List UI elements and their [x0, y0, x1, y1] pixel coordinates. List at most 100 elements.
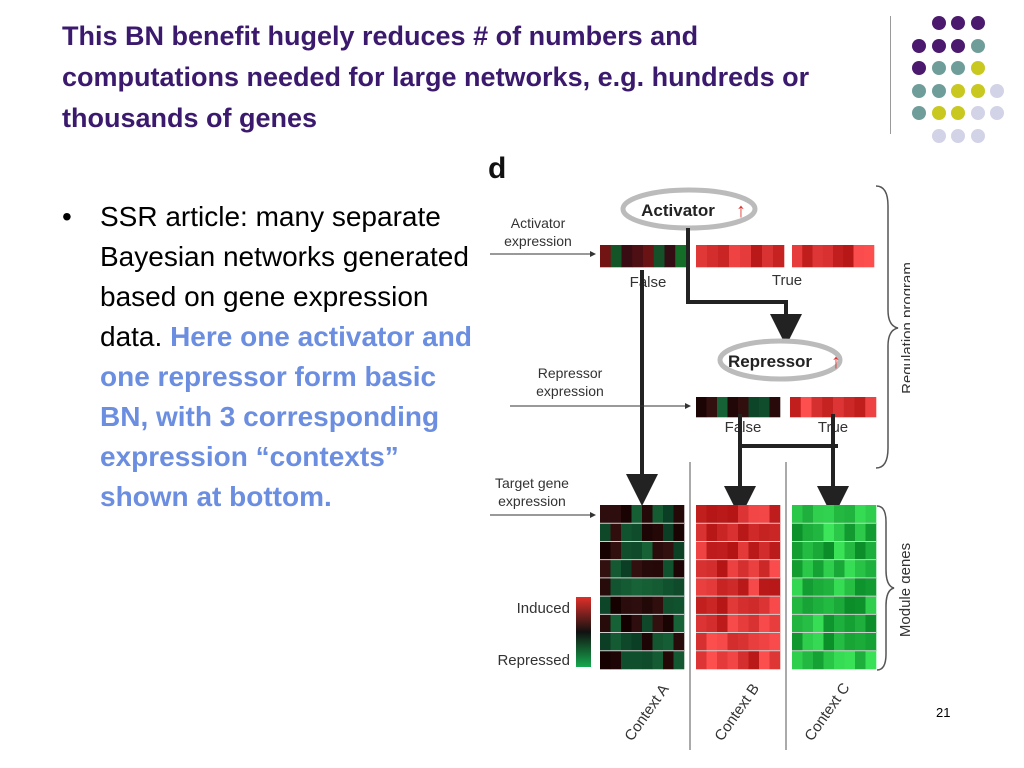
heatmap-cell: [844, 523, 856, 542]
heatmap-cell: [706, 577, 718, 597]
heatmap-cell: [642, 505, 653, 524]
heatmap-cell: [727, 523, 739, 542]
heatmap-cell: [802, 632, 814, 652]
heatmap-cell: [631, 650, 643, 670]
heatmap-cell: [748, 650, 760, 670]
heatmap-cell: [696, 523, 707, 542]
heatmap-cell: [610, 523, 622, 542]
heatmap-cell: [663, 577, 674, 597]
heatmap-cell: [652, 632, 664, 652]
decorative-dot: [951, 38, 965, 53]
panel-letter: d: [488, 152, 506, 185]
heatmap-cell: [813, 577, 824, 597]
heatmap-cell: [727, 577, 739, 597]
heatmap-cell: [833, 245, 844, 268]
heatmap-cell: [717, 397, 728, 418]
heatmap-cell: [792, 577, 803, 597]
heatmap-cell: [748, 614, 760, 633]
heatmap-cell: [844, 614, 856, 633]
bullet-text: SSR article: many separate Bayesian netw…: [100, 201, 469, 352]
heatmap-cell: [642, 577, 653, 597]
heatmap-cell: [631, 632, 643, 652]
activator-true-bar-1: [696, 245, 785, 268]
heatmap-cell: [652, 577, 664, 597]
heatmap-cell: [865, 577, 877, 597]
heatmap-cell: [621, 559, 632, 579]
heatmap-cell: [802, 541, 814, 560]
heatmap-cell: [844, 650, 856, 670]
decorative-dot: [970, 128, 985, 143]
decorative-dot: [951, 61, 965, 75]
heatmap-cell: [748, 505, 760, 524]
decorative-dot: [951, 106, 965, 120]
heatmap-cell: [759, 505, 770, 524]
heatmap-cell: [855, 523, 866, 542]
heatmap-cell: [706, 614, 718, 633]
bullet-highlight-text: Here one activator and one repressor for…: [100, 321, 472, 512]
heatmap-cell: [844, 632, 856, 652]
heatmap-cell: [696, 650, 707, 670]
heatmap-cell: [706, 523, 718, 542]
repressor-expression-label-1: Repressor: [538, 365, 603, 381]
decorative-dot: [970, 83, 985, 98]
heatmap-cell: [696, 245, 708, 268]
heatmap-cell: [717, 505, 728, 524]
heatmap-cell: [748, 632, 760, 652]
heatmap-cell: [844, 577, 856, 597]
heatmap-cell: [738, 397, 749, 418]
heatmap-cell: [642, 523, 653, 542]
heatmap-cell: [642, 632, 653, 652]
heatmap-cell: [696, 397, 707, 418]
heatmap-cell: [696, 632, 707, 652]
legend-induced-label: Induced: [517, 600, 570, 617]
heatmap-cell: [631, 596, 643, 615]
heatmap-cell: [855, 596, 866, 615]
heatmap-cell: [663, 505, 674, 524]
context-b-heatmap: [696, 505, 781, 670]
heatmap-cell: [855, 559, 866, 579]
heatmap-cell: [621, 541, 632, 560]
heatmap-cell: [792, 596, 803, 615]
heatmap-cell: [642, 596, 653, 615]
heatmap-cell: [811, 397, 823, 418]
heatmap-cell: [717, 523, 728, 542]
heatmap-cell: [823, 559, 835, 579]
heatmap-cell: [769, 596, 781, 615]
heatmap-cell: [792, 559, 803, 579]
heatmap-cell: [823, 523, 835, 542]
heatmap-cell: [834, 596, 845, 615]
heatmap-cell: [769, 523, 781, 542]
heatmap-cell: [855, 505, 866, 524]
decorative-dot: [970, 106, 985, 120]
decorative-dot: [990, 106, 1004, 120]
title-divider: [890, 16, 891, 134]
heatmap-cell: [729, 245, 741, 268]
repressor-up-arrow-icon: ↑: [831, 351, 841, 373]
context-c-heatmap: [792, 505, 877, 670]
context-a-heatmap: [600, 505, 685, 670]
heatmap-cell: [600, 505, 611, 524]
heatmap-cell: [600, 614, 611, 633]
heatmap-cell: [696, 541, 707, 560]
heatmap-cell: [833, 397, 845, 418]
heatmap-cell: [823, 614, 835, 633]
heatmap-cell: [621, 523, 632, 542]
heatmap-cell: [696, 577, 707, 597]
heatmap-cell: [769, 614, 781, 633]
heatmap-cell: [855, 650, 866, 670]
heatmap-cell: [631, 505, 643, 524]
decorative-dot: [912, 38, 926, 53]
heatmap-cell: [632, 245, 644, 268]
heatmap-cell: [631, 559, 643, 579]
decorative-dot: [970, 16, 985, 30]
heatmap-cell: [610, 650, 622, 670]
activator-up-arrow-icon: ↑: [736, 200, 746, 222]
heatmap-cell: [717, 614, 728, 633]
heatmap-cell: [834, 577, 845, 597]
heatmap-cell: [642, 559, 653, 579]
decorative-dot: [990, 83, 1004, 98]
heatmap-cell: [727, 632, 739, 652]
heatmap-cell: [727, 541, 739, 560]
heatmap-cell: [621, 577, 632, 597]
heatmap-cell: [834, 505, 845, 524]
